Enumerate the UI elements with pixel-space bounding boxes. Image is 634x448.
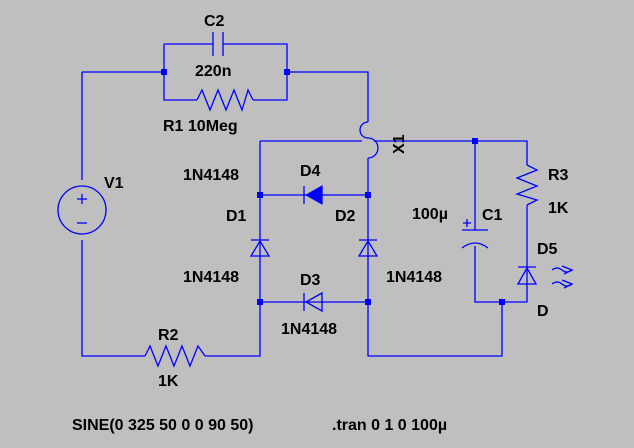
d2-model-label: 1N4148 [386, 269, 442, 286]
r3-value-label: 1K [548, 200, 569, 217]
analysis-directive[interactable]: .tran 0 1 0 100µ [332, 417, 447, 434]
led-d5[interactable]: D5 D [516, 241, 574, 320]
junction-dot [499, 299, 505, 305]
diode-d1[interactable]: D1 1N4148 [183, 208, 271, 286]
c2-value-label: 220n [195, 63, 231, 80]
r2-value-label: 1K [158, 373, 179, 390]
r1-label: R1 10Meg [163, 118, 238, 135]
r2-ref-label: R2 [158, 327, 179, 344]
d5-ref-label: D5 [537, 241, 558, 258]
junction-dot [257, 192, 263, 198]
c1-ref-label: C1 [482, 207, 503, 224]
d4-ref-label: D4 [300, 163, 321, 180]
junction-dot [284, 69, 290, 75]
wire-crossover-x1: X1 [359, 121, 408, 159]
resistor-r3[interactable]: R3 1K [515, 164, 569, 217]
capacitor-c2[interactable]: C2 220n [195, 13, 231, 80]
junction-dot [161, 69, 167, 75]
wires [81, 43, 528, 357]
source-directive[interactable]: SINE(0 325 50 0 0 90 50) [72, 417, 253, 434]
junction-dot [365, 192, 371, 198]
d3-ref-label: D3 [300, 272, 321, 289]
resistor-r1[interactable]: R1 10Meg [163, 88, 254, 135]
junction-dot [257, 299, 263, 305]
d1-ref-label: D1 [226, 208, 247, 225]
d2-ref-label: D2 [335, 208, 356, 225]
capacitor-c1[interactable]: 100µ C1 [412, 206, 503, 249]
c1-value-label: 100µ [412, 206, 448, 223]
junction-dot [365, 299, 371, 305]
x1-ref-label: X1 [391, 134, 408, 154]
diode-d2[interactable]: D2 1N4148 [335, 208, 442, 286]
c2-ref-label: C2 [204, 13, 225, 30]
diode-d4[interactable]: D4 1N4148 [183, 163, 324, 205]
d3-model-label: 1N4148 [281, 321, 337, 338]
junction-dot [472, 138, 478, 144]
junctions [161, 69, 505, 305]
r3-ref-label: R3 [548, 167, 569, 184]
v1-ref-label: V1 [104, 175, 124, 192]
d1-model-label: 1N4148 [183, 269, 239, 286]
d4-model-label: 1N4148 [183, 167, 239, 184]
diode-d3[interactable]: D3 1N4148 [281, 272, 337, 338]
resistor-r2[interactable]: R2 1K [144, 327, 206, 390]
voltage-source-v1[interactable]: V1 [57, 175, 124, 235]
d5-type-label: D [537, 303, 549, 320]
